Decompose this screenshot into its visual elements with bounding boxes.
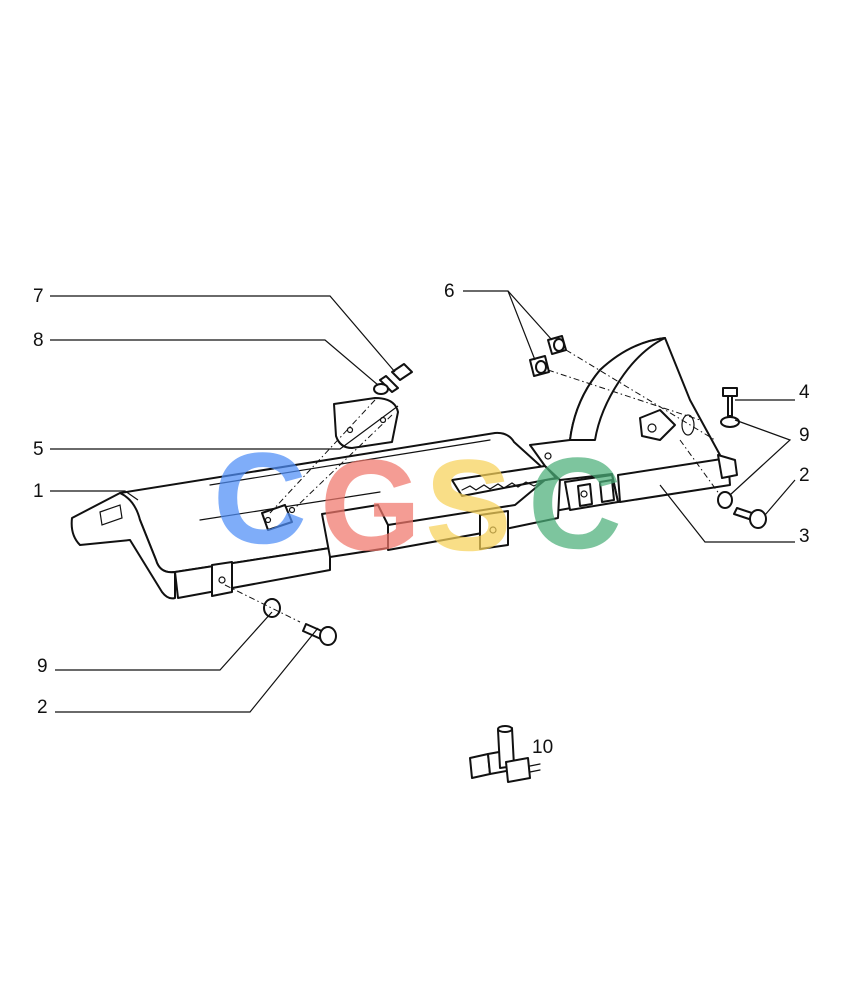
callout-3: 3 bbox=[799, 526, 810, 547]
assembly-center-lines bbox=[224, 349, 721, 623]
rear-shield-part-3 bbox=[529, 337, 738, 511]
watermark-letter-4: C bbox=[528, 430, 622, 576]
kit-icon-part-10 bbox=[469, 725, 541, 783]
watermark-letter-3: S bbox=[425, 432, 512, 578]
callout-2-right: 2 bbox=[799, 465, 810, 486]
callout-9-left: 9 bbox=[37, 656, 48, 677]
callout-leaders bbox=[50, 290, 796, 713]
callout-labels: 7 8 5 1 6 4 9 2 3 9 2 10 bbox=[33, 281, 810, 758]
callout-9-right: 9 bbox=[799, 425, 810, 446]
callout-1: 1 bbox=[33, 481, 44, 502]
bolt-part-2-right bbox=[733, 507, 767, 529]
bolt-part-2-left bbox=[302, 623, 337, 646]
small-plate-part-5 bbox=[261, 397, 399, 531]
bolt-part-7 bbox=[379, 363, 413, 393]
callout-8: 8 bbox=[33, 330, 44, 351]
main-cover-part-1 bbox=[70, 431, 616, 600]
callout-6: 6 bbox=[444, 281, 455, 302]
washer-part-9-right-top bbox=[720, 416, 740, 428]
watermark-logo: C G S C bbox=[213, 425, 622, 578]
callout-7: 7 bbox=[33, 286, 44, 307]
watermark-letter-2: G bbox=[320, 432, 421, 578]
spacer-part-6-lower bbox=[529, 355, 550, 377]
bolt-part-4 bbox=[722, 387, 738, 417]
washer-part-8 bbox=[373, 383, 389, 395]
washer-part-9-left bbox=[263, 598, 281, 618]
callout-5: 5 bbox=[33, 439, 44, 460]
callout-10: 10 bbox=[532, 737, 553, 758]
watermark-letter-1: C bbox=[213, 425, 307, 571]
washer-part-9-right-lower bbox=[717, 491, 733, 509]
callout-2-left: 2 bbox=[37, 697, 48, 718]
callout-4: 4 bbox=[799, 382, 810, 403]
